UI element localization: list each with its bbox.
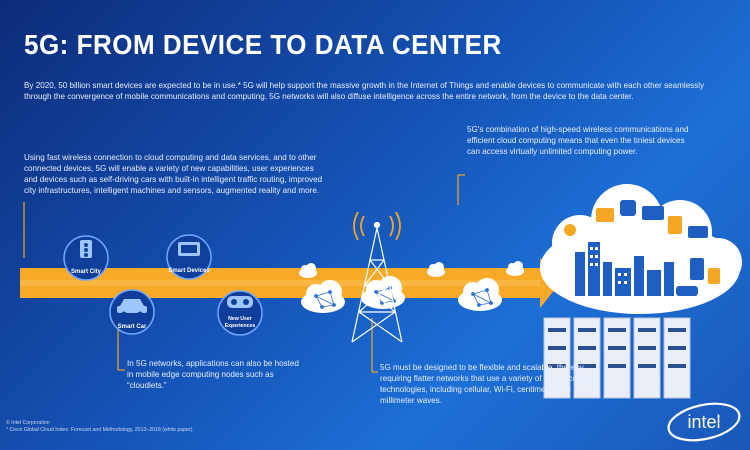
smart-city-badge: Smart City [63, 235, 109, 281]
experiences-label: Experiences [225, 323, 256, 329]
cloudlets-paragraph: In 5G networks, applications can also be… [127, 359, 299, 390]
intro-paragraph: By 2020, 50 billion smart devices are ex… [24, 81, 705, 101]
signal-waves-icon [353, 211, 401, 241]
new-user-experiences-badge: New User Experiences [217, 290, 263, 336]
capabilities-paragraph: Using fast wireless connection to cloud … [24, 153, 323, 195]
mesh-cloud-3 [458, 278, 502, 311]
cloudlet-icons [299, 261, 524, 278]
footnotes: © Intel Corporation * Cisco Global Cloud… [6, 420, 194, 434]
page-title: 5G: FROM DEVICE TO DATA CENTER [24, 28, 502, 61]
copyright-note: © Intel Corporation [6, 420, 50, 426]
smart-car-badge: Smart Car [109, 289, 155, 335]
device-icons [564, 200, 720, 296]
source-note: * Cisco Global Cloud Index: Forecast and… [6, 427, 194, 433]
cell-tower-icon [351, 221, 403, 343]
network-design-paragraph: 5G must be designed to be flexible and s… [380, 363, 590, 405]
new-user-label: New User [228, 316, 252, 322]
server-racks [543, 317, 691, 399]
intel-logo: intel [667, 402, 741, 442]
smart-city-label: Smart City [71, 269, 102, 275]
mesh-cloud-1 [301, 280, 345, 313]
data-center-cloud [540, 184, 742, 399]
smart-devices-label: Smart Devices [168, 268, 210, 274]
cloud-computing-paragraph: 5G's combination of high-speed wireless … [467, 125, 689, 156]
smart-devices-badge: Smart Devices [166, 234, 212, 280]
svg-text:intel: intel [687, 412, 720, 432]
smart-car-label: Smart Car [118, 324, 147, 330]
